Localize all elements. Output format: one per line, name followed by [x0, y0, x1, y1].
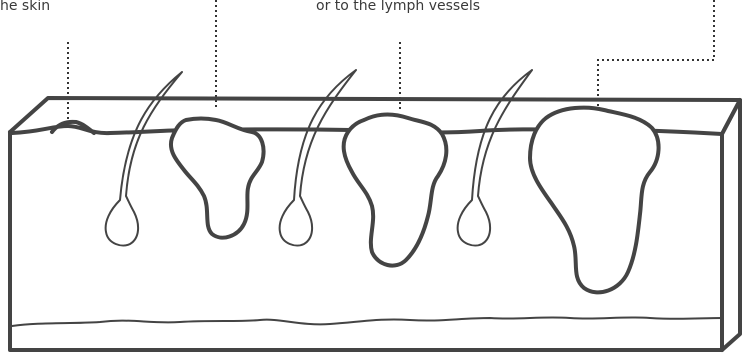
block-side-face: [722, 100, 740, 350]
hair-follicle-3: [458, 70, 532, 246]
tumor-2: [344, 115, 447, 266]
tumor-3: [530, 108, 659, 293]
leader-line-tumor-3: [598, 0, 714, 106]
tumor-1: [171, 119, 264, 238]
deep-layer-line: [12, 317, 722, 326]
